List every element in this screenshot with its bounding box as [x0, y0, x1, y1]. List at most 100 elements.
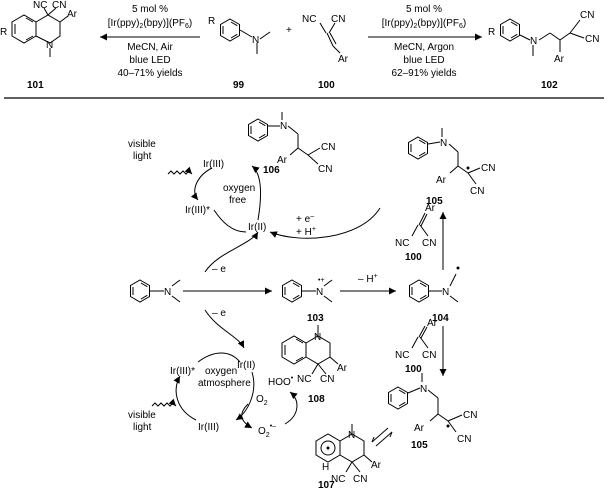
oxygen-free-2: free	[229, 195, 247, 206]
oxygen-atm-2: atmosphere	[198, 378, 251, 389]
cn-label: CN	[331, 14, 345, 25]
compound-102-structure: N R CN CN Ar	[488, 10, 599, 65]
compound-label-102: 102	[541, 80, 558, 91]
compound-105-top-structure: N Ar CN CN	[408, 128, 495, 197]
reduction-curve-arrow	[269, 207, 381, 239]
plus-h-label: + H+	[296, 226, 316, 238]
compound-label-104: 104	[432, 313, 449, 324]
minus-h-label: – H+	[358, 273, 378, 285]
cycle-arrow-top-1	[204, 231, 259, 273]
n-label: N	[280, 121, 287, 132]
ar-label: Ar	[414, 423, 425, 434]
radical-dot-icon	[456, 266, 460, 270]
cn-label: CN	[422, 238, 436, 249]
cn-label: CN	[353, 474, 367, 485]
ar-label: Ar	[554, 54, 565, 65]
oxygen-free-1: oxygen	[223, 183, 255, 194]
ir3-bottom: Ir(III)	[198, 422, 219, 433]
cation-radical-sign: •+	[318, 277, 325, 284]
cn-label: CN	[481, 163, 495, 174]
cn-label: CN	[463, 410, 477, 421]
n-label: N	[316, 287, 323, 298]
ar-label: Ar	[371, 460, 382, 471]
right-cond-2: [Ir(ppy)2(bpy)](PF6)	[382, 18, 467, 30]
cycle-arrow-top-2	[251, 165, 261, 221]
ar-label: Ar	[436, 175, 447, 186]
nc-label: NC	[395, 350, 409, 361]
ar-label: Ar	[425, 203, 436, 214]
equilibrium-arrows-icon	[371, 427, 393, 447]
n-label: N	[348, 430, 355, 441]
compound-label-106: 106	[263, 165, 280, 176]
oxygen-atm-1: oxygen	[205, 366, 237, 377]
nc-label: NC	[302, 14, 316, 25]
compound-99-structure: N R	[208, 16, 271, 54]
o2-reduction-arrow	[241, 403, 253, 429]
n-label: N	[46, 40, 53, 51]
ar-label: Ar	[338, 54, 349, 65]
compound-103-structure: N •+	[282, 277, 333, 303]
left-cond-3: MeCN, Air	[127, 42, 173, 53]
r-label: R	[488, 27, 495, 38]
r-label: R	[208, 16, 215, 27]
compound-label-108: 108	[308, 394, 325, 405]
cn-label: CN	[585, 34, 599, 45]
compound-label-100-mid: 100	[405, 252, 422, 263]
ir2-top: Ir(II)	[248, 222, 266, 233]
visible-light-bottom-1: visible	[128, 410, 156, 421]
nc-label: NC	[331, 474, 345, 485]
compound-label-103: 103	[307, 313, 324, 324]
n-label: N	[420, 384, 427, 395]
radical-dot-icon	[326, 446, 330, 450]
left-cond-4: blue LED	[129, 55, 170, 66]
cycle-arrow-bottom-1	[204, 309, 245, 349]
right-cond-5: 62–91% yields	[391, 68, 456, 79]
o2-label: O2	[256, 394, 268, 407]
compound-105-bottom-structure: N Ar CN CN	[388, 373, 477, 445]
n-label: N	[252, 35, 259, 46]
ar-label: Ar	[277, 155, 288, 166]
ar-label: Ar	[427, 318, 438, 329]
hoo-label: HOO•	[268, 375, 294, 388]
compound-101-structure: NC CN Ar N R	[0, 0, 78, 57]
compound-label-105-top: 105	[426, 196, 443, 207]
compound-label-100-low: 100	[405, 364, 422, 375]
compound-label-100: 100	[318, 80, 335, 91]
ir3-star-bottom: Ir(III)*	[170, 366, 195, 377]
r-label: R	[0, 27, 7, 38]
n-label: N	[314, 332, 321, 343]
right-cond-3: MeCN, Argon	[394, 42, 454, 53]
compound-104-structure: N	[409, 266, 460, 303]
n-label: N	[164, 287, 171, 298]
ir3-top: Ir(III)	[203, 159, 224, 170]
minus-e-top: – e	[212, 264, 226, 275]
hoo-formation-arrow	[284, 391, 298, 425]
compound-100-structure: NC CN Ar	[302, 14, 349, 65]
cycle-arrow-top-4	[213, 209, 247, 233]
cn-label: CN	[470, 186, 484, 197]
cn-label: CN	[457, 434, 471, 445]
cycle-arrow-bottom-2	[235, 371, 255, 421]
cn-label: CN	[422, 350, 436, 361]
ir2-bottom: Ir(II)	[237, 360, 255, 371]
plus-e-label: + e–	[296, 213, 314, 225]
o2-radical-label: O2•–	[258, 423, 276, 439]
compound-label-101: 101	[27, 80, 44, 91]
compound-100-mid-structure: NC CN Ar	[395, 203, 436, 249]
plus-sign: +	[286, 25, 292, 36]
cn-label: CN	[320, 374, 334, 385]
wavy-light-arrow-icon	[167, 166, 193, 175]
left-cond-2: [Ir(ppy)2(bpy)](PF6)	[108, 18, 193, 30]
ir3-star-top: Ir(III)*	[185, 205, 210, 216]
cycle-arrow-top-3	[190, 167, 213, 201]
minus-e-bottom: – e	[212, 308, 226, 319]
dimethylaniline-structure: N	[130, 279, 181, 303]
cycle-arrow-bottom-3	[173, 375, 197, 421]
nc-label: NC	[395, 238, 409, 249]
compound-108-structure: N NC CN Ar	[281, 325, 348, 385]
right-cond-4: blue LED	[403, 55, 444, 66]
left-cond-1: 5 mol %	[132, 4, 168, 15]
n-label: N	[442, 287, 449, 298]
radical-dot-icon	[466, 166, 470, 170]
